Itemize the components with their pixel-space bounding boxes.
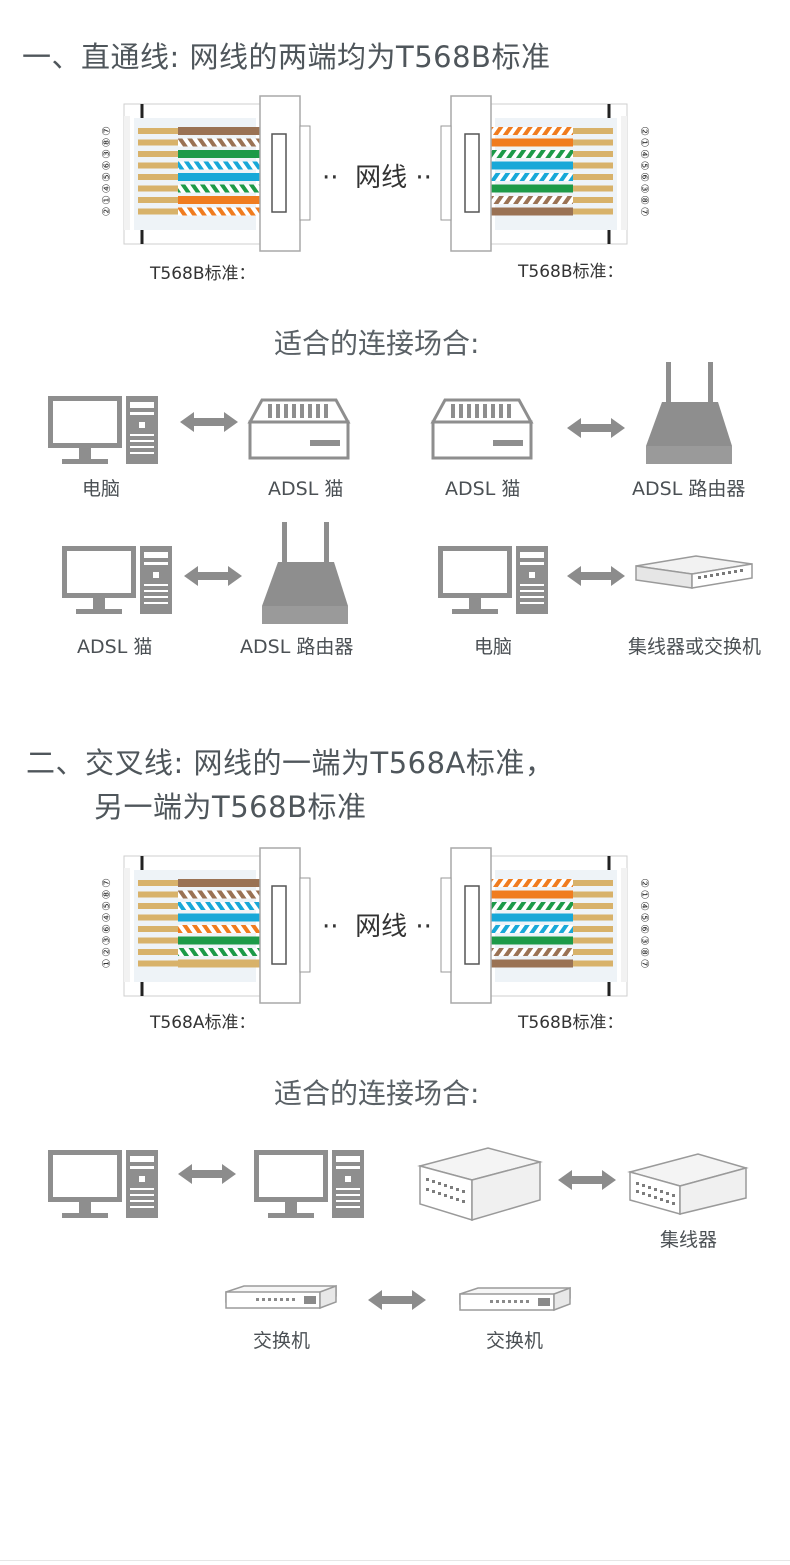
pin-number: ② [100, 206, 113, 216]
computer-icon [438, 546, 548, 614]
modem-icon [430, 398, 534, 460]
scenario-row-2 [62, 522, 753, 624]
switch-icon [225, 1284, 337, 1310]
pin-number: ① [100, 195, 113, 205]
pin-number: ④ [100, 912, 113, 922]
double-arrow-icon [180, 412, 238, 432]
pin-number: ⑧ [638, 947, 651, 957]
scenario-row-3 [48, 1147, 749, 1312]
cable-label: ·· 网线 ·· [322, 912, 432, 942]
pin-number: ② [638, 126, 651, 136]
pin-number: ① [638, 890, 651, 900]
section2-title-line2: 另一端为T568B标准 [94, 790, 367, 824]
pin-number: ⑤ [100, 901, 113, 911]
section1-title: 一、直通线: 网线的两端均为T568B标准 [22, 40, 551, 74]
pin-number: ④ [638, 901, 651, 911]
bottom-divider [0, 1560, 790, 1561]
pin-number: ⑦ [638, 207, 651, 217]
hub-icon [627, 1153, 749, 1215]
pin-number: ① [100, 958, 113, 968]
hub-icon [417, 1147, 543, 1222]
pin-number: ⑤ [638, 161, 651, 171]
pin-number: ③ [638, 184, 651, 194]
pin-number: ③ [638, 936, 651, 946]
pin-number: ⑧ [638, 195, 651, 205]
double-arrow-icon [567, 418, 625, 438]
scenario-label: ADSL 猫 [268, 478, 344, 500]
pin-number: ⑤ [100, 172, 113, 182]
scenario-label: ADSL 猫 [445, 478, 521, 500]
router-icon [262, 522, 348, 624]
pin-number: ⑧ [100, 137, 113, 147]
pin-number: ⑧ [100, 889, 113, 899]
pin-number: ③ [100, 149, 113, 159]
scenario-label: ADSL 路由器 [632, 478, 746, 500]
modem-icon [247, 398, 351, 460]
computer-icon [48, 1150, 158, 1218]
computer-icon [254, 1150, 364, 1218]
scenario-label: 交换机 [486, 1330, 544, 1352]
pin-number: ⑤ [638, 913, 651, 923]
pin-number: ⑥ [100, 160, 113, 170]
scenario-label: 电脑 [474, 636, 513, 658]
computer-icon [48, 396, 158, 464]
scenario-label: 交换机 [253, 1330, 311, 1352]
right-standard-label: T568B标准： [518, 262, 624, 282]
pin-number: ⑥ [638, 924, 651, 934]
double-arrow-icon [178, 1164, 236, 1184]
scenario-label: 集线器或交换机 [628, 636, 762, 658]
switch-icon [459, 1286, 571, 1312]
right-rj45-plug: ② ①④ ⑤⑥ ③⑧ ⑦ [440, 95, 651, 252]
pin-number: ② [638, 878, 651, 888]
scenario-label: 电脑 [82, 478, 121, 500]
pin-number: ⑦ [100, 878, 113, 888]
double-arrow-icon [558, 1170, 616, 1190]
computer-icon [62, 546, 172, 614]
double-arrow-icon [567, 566, 625, 586]
double-arrow-icon [184, 566, 242, 586]
pin-number: ① [638, 138, 651, 148]
scenario-row-1 [48, 362, 732, 464]
section2-scenarios-title: 适合的连接场合: [274, 1077, 480, 1110]
pin-number: ② [100, 947, 113, 957]
switch-icon [635, 555, 753, 589]
pin-number: ④ [100, 183, 113, 193]
scenario-label: ADSL 路由器 [240, 636, 354, 658]
pin-number: ⑦ [100, 126, 113, 136]
section1-scenarios-title: 适合的连接场合: [274, 327, 480, 360]
router-icon [646, 362, 732, 464]
scenario-label: ADSL 猫 [77, 636, 153, 658]
pin-number: ⑦ [638, 959, 651, 969]
left-standard-label: T568A标准： [150, 1013, 256, 1033]
pin-number: ⑥ [638, 172, 651, 182]
cable-label: ·· 网线 ·· [322, 163, 432, 193]
section2-title-line1: 二、交叉线: 网线的一端为T568A标准， [26, 746, 555, 780]
left-standard-label: T568B标准： [150, 264, 256, 284]
double-arrow-icon [368, 1290, 426, 1310]
scenario-label: 集线器 [660, 1229, 718, 1251]
pin-number: ⑥ [100, 924, 113, 934]
pin-number: ③ [100, 935, 113, 945]
pin-number: ④ [638, 149, 651, 159]
left-rj45-plug: ⑦⑧ ③⑥ ⑤④ ①② [100, 95, 311, 252]
right-standard-label: T568B标准： [518, 1013, 624, 1033]
